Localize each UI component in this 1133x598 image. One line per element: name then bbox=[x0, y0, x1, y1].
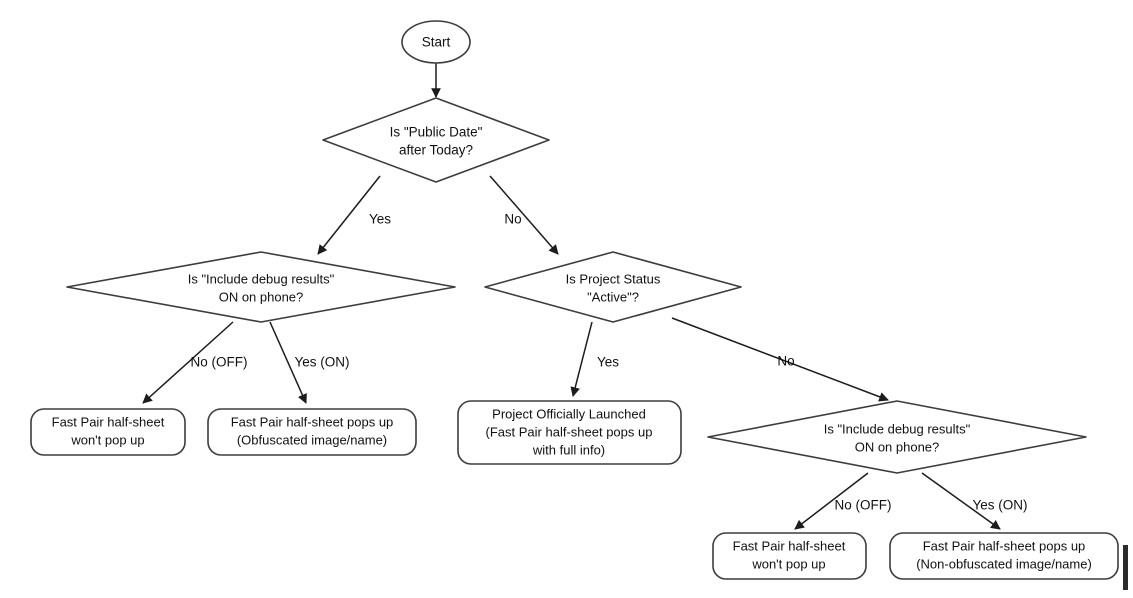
edge-debug-right-no bbox=[794, 472, 869, 530]
no-popup-left-line1: Fast Pair half-sheet bbox=[52, 414, 165, 429]
no-popup-right-line1: Fast Pair half-sheet bbox=[733, 538, 846, 553]
edges-layer bbox=[142, 63, 1001, 530]
edge-labels-layer: Yes No No (OFF) Yes (ON) Yes No No (OFF)… bbox=[191, 212, 1028, 513]
edge-debug-left-no bbox=[142, 321, 234, 404]
no-popup-left-box bbox=[30, 408, 186, 456]
edge-project-status-yes bbox=[570, 321, 593, 397]
non-obfuscated-line2: (Non-obfuscated image/name) bbox=[916, 556, 1092, 571]
obfuscated-line2: (Obfuscated image/name) bbox=[237, 432, 387, 447]
edge-label-debug-right-yes: Yes (ON) bbox=[972, 498, 1027, 513]
public-date-label-line1: Is "Public Date" bbox=[390, 125, 483, 140]
edge-label-debug-left-no: No (OFF) bbox=[191, 355, 248, 370]
edge-public-date-no bbox=[489, 175, 559, 255]
node-terminal-non-obfuscated[interactable]: Fast Pair half-sheet pops up (Non-obfusc… bbox=[889, 532, 1119, 580]
debug-right-label-line1: Is "Include debug results" bbox=[824, 421, 971, 436]
no-popup-right-box bbox=[712, 532, 867, 580]
node-terminal-obfuscated[interactable]: Fast Pair half-sheet pops up (Obfuscated… bbox=[207, 408, 417, 456]
start-label: Start bbox=[422, 35, 451, 50]
node-terminal-launched[interactable]: Project Officially Launched (Fast Pair h… bbox=[457, 400, 682, 465]
edge-public-date-yes bbox=[317, 175, 381, 255]
non-obfuscated-line1: Fast Pair half-sheet pops up bbox=[923, 538, 1086, 553]
edge-label-project-status-yes: Yes bbox=[597, 355, 619, 370]
launched-box bbox=[457, 400, 682, 465]
edge-label-debug-left-yes: Yes (ON) bbox=[294, 355, 349, 370]
debug-left-label-line1: Is "Include debug results" bbox=[188, 271, 335, 286]
no-popup-right-line2: won't pop up bbox=[751, 556, 825, 571]
node-terminal-no-popup-right[interactable]: Fast Pair half-sheet won't pop up bbox=[712, 532, 867, 580]
edge-label-public-date-no: No bbox=[504, 212, 521, 227]
debug-right-diamond bbox=[707, 400, 1087, 474]
obfuscated-line1: Fast Pair half-sheet pops up bbox=[231, 414, 394, 429]
edge-debug-right-yes bbox=[921, 472, 1001, 530]
no-popup-left-line2: won't pop up bbox=[70, 432, 144, 447]
project-status-diamond bbox=[484, 251, 742, 323]
public-date-diamond bbox=[322, 97, 550, 183]
debug-left-diamond bbox=[66, 251, 456, 323]
edge-project-status-no bbox=[671, 317, 889, 402]
edge-label-debug-right-no: No (OFF) bbox=[835, 498, 892, 513]
node-terminal-no-popup-left[interactable]: Fast Pair half-sheet won't pop up bbox=[30, 408, 186, 456]
start-ellipse bbox=[401, 20, 471, 64]
launched-line1: Project Officially Launched bbox=[492, 406, 646, 421]
node-decision-debug-left[interactable]: Is "Include debug results" ON on phone? bbox=[66, 251, 456, 323]
launched-line2: (Fast Pair half-sheet pops up bbox=[486, 424, 653, 439]
non-obfuscated-box bbox=[889, 532, 1119, 580]
obfuscated-box bbox=[207, 408, 417, 456]
project-status-label-line2: "Active"? bbox=[587, 289, 639, 304]
debug-right-label-line2: ON on phone? bbox=[855, 439, 940, 454]
public-date-label-line2: after Today? bbox=[399, 143, 473, 158]
launched-line3: with full info) bbox=[532, 442, 605, 457]
node-decision-project-status[interactable]: Is Project Status "Active"? bbox=[484, 251, 742, 323]
node-start[interactable]: Start bbox=[401, 20, 471, 64]
edge-debug-left-yes bbox=[269, 321, 307, 404]
node-decision-public-date[interactable]: Is "Public Date" after Today? bbox=[322, 97, 550, 183]
debug-left-label-line2: ON on phone? bbox=[219, 289, 304, 304]
node-decision-debug-right[interactable]: Is "Include debug results" ON on phone? bbox=[707, 400, 1087, 474]
edge-artifact-mark bbox=[1123, 545, 1128, 590]
project-status-label-line1: Is Project Status bbox=[566, 271, 661, 286]
edge-label-project-status-no: No bbox=[777, 354, 794, 369]
edge-label-public-date-yes: Yes bbox=[369, 212, 391, 227]
